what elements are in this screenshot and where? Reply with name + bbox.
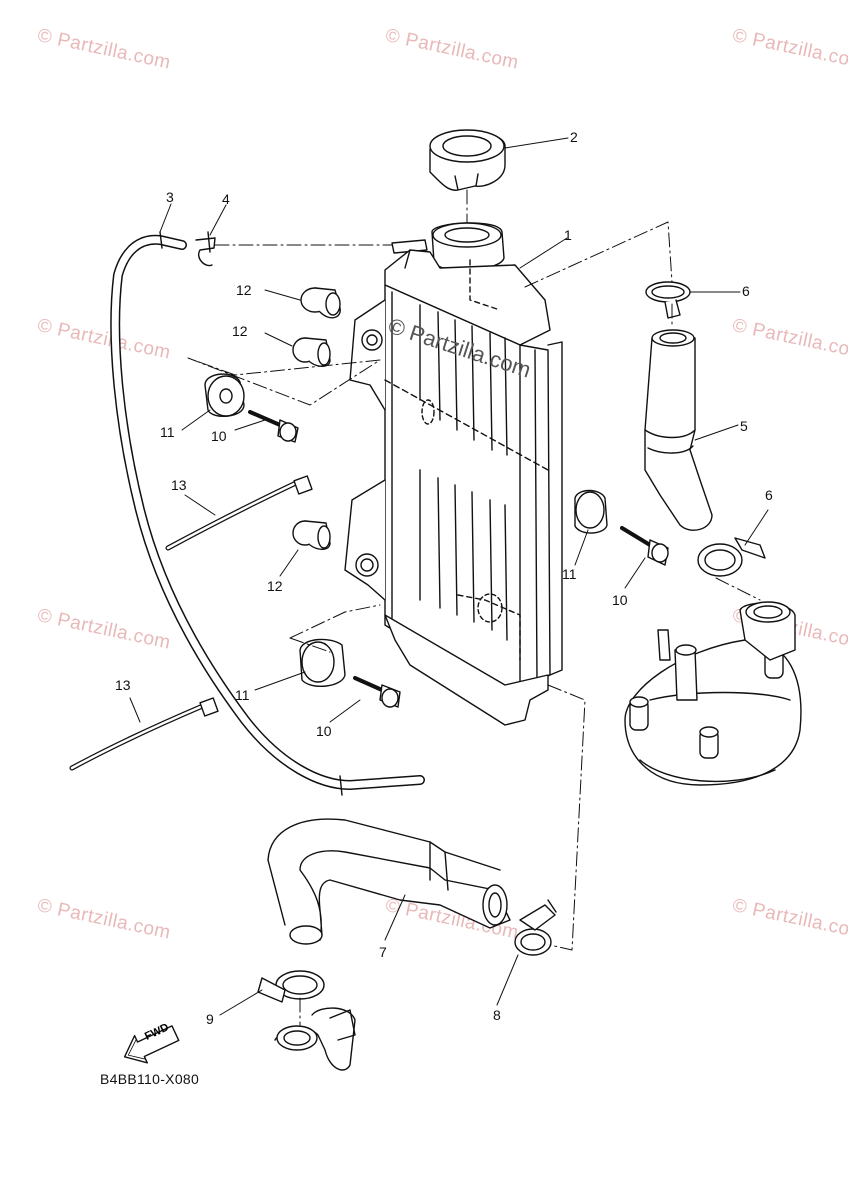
cylinder-head (624, 601, 802, 786)
callout-12: 12 (236, 282, 252, 298)
callout-13: 13 (115, 677, 131, 693)
collar-lower (292, 520, 331, 550)
callout-6: 6 (742, 283, 750, 299)
lower-hose (267, 818, 511, 945)
callout-13: 13 (171, 477, 187, 493)
grommet-lower-left (299, 638, 346, 687)
overflow-hose (110, 231, 425, 796)
callout-9: 9 (206, 1011, 214, 1027)
bolt-upper-left (248, 410, 299, 443)
callout-7: 7 (379, 944, 387, 960)
upper-hose (644, 329, 713, 531)
callout-5: 5 (740, 418, 748, 434)
callout-2: 2 (570, 129, 578, 145)
water-pump-outlet (274, 1007, 356, 1071)
bolt-lower-left (353, 676, 401, 708)
cable-tie-upper (165, 475, 313, 551)
collar-mid (292, 337, 331, 367)
callout-12: 12 (232, 323, 248, 339)
leader-lines (129, 137, 769, 1016)
radiator (344, 222, 563, 726)
callout-1: 1 (564, 227, 572, 243)
callout-6: 6 (765, 487, 773, 503)
callout-10: 10 (211, 428, 227, 444)
callout-11: 11 (160, 424, 175, 440)
hose-clamp-pump (257, 970, 325, 1003)
fwd-arrow-icon (123, 1025, 180, 1064)
callout-10: 10 (316, 723, 332, 739)
callout-12: 12 (267, 578, 283, 594)
bolt-right (620, 526, 669, 566)
callout-10: 10 (612, 592, 628, 608)
assembly-lines (187, 189, 761, 1026)
diagram-code: B4BB110-X080 (100, 1071, 200, 1087)
hose-clip (195, 231, 216, 267)
callout-3: 3 (166, 189, 174, 205)
callout-8: 8 (493, 1007, 501, 1023)
hose-clamp-right (697, 537, 766, 577)
cable-tie-lower (69, 697, 219, 771)
callout-11: 11 (235, 687, 250, 703)
callout-4: 4 (222, 191, 230, 207)
radiator-cap (429, 129, 506, 191)
hose-clamp-upper (645, 281, 691, 319)
grommet-right (574, 489, 608, 534)
grommet-upper-left (204, 373, 245, 417)
collar-top (300, 287, 341, 319)
callout-11: 11 (562, 566, 577, 582)
hose-clamp-lower (514, 899, 557, 956)
